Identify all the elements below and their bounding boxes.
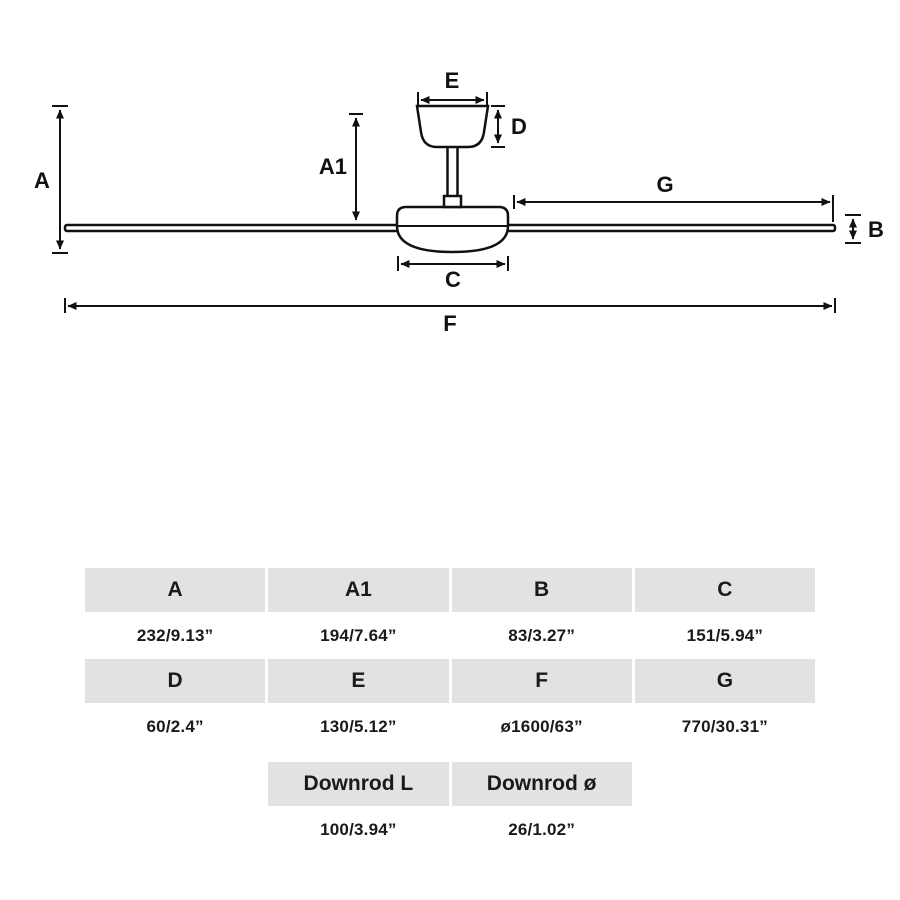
ceiling-canopy [415,104,490,149]
table-header-a1: A1 [268,568,449,612]
table-header-downrod-dia: Downrod ø [451,762,632,806]
dim-value-c: 151/5.94” [634,612,815,659]
motor-housing [395,205,510,254]
table-header-a: A [85,568,266,612]
table-header-e: E [268,659,449,703]
dim-value-downrod-dia: 26/1.02” [451,806,632,853]
table-header-f: F [451,659,632,703]
dim-value-downrod-l: 100/3.94” [268,806,449,853]
dim-value-a1: 194/7.64” [268,612,449,659]
dim-value-a: 232/9.13” [85,612,266,659]
dim-a-label: A [34,168,50,193]
dim-g [513,195,834,222]
dim-d [491,105,505,148]
dim-a1 [349,113,363,221]
dim-c [397,256,509,271]
dim-value-b: 83/3.27” [451,612,632,659]
dim-value-d: 60/2.4” [85,703,266,750]
dim-value-e: 130/5.12” [268,703,449,750]
dim-f [64,298,836,313]
dim-f-label: F [443,311,456,336]
downrod [446,144,459,200]
dim-b [845,214,861,244]
fan-diagram: E D A1 A G [34,68,884,336]
dim-e-label: E [445,68,460,93]
dimensions-table: A A1 B C 232/9.13” 194/7.64” 83/3.27” 15… [85,568,815,853]
dim-c-label: C [445,267,461,292]
table-header-d: D [85,659,266,703]
table-header-g: G [634,659,815,703]
table-header-downrod-l: Downrod L [268,762,449,806]
dim-a1-label: A1 [319,154,347,179]
dim-a [52,105,68,254]
dim-g-label: G [656,172,673,197]
dim-value-f: ø1600/63” [451,703,632,750]
table-header-c: C [634,568,815,612]
table-header-b: B [451,568,632,612]
dim-value-g: 770/30.31” [634,703,815,750]
dim-d-label: D [511,114,527,139]
downrod-collar [442,194,463,209]
dim-b-label: B [868,217,884,242]
dim-e [417,92,488,106]
